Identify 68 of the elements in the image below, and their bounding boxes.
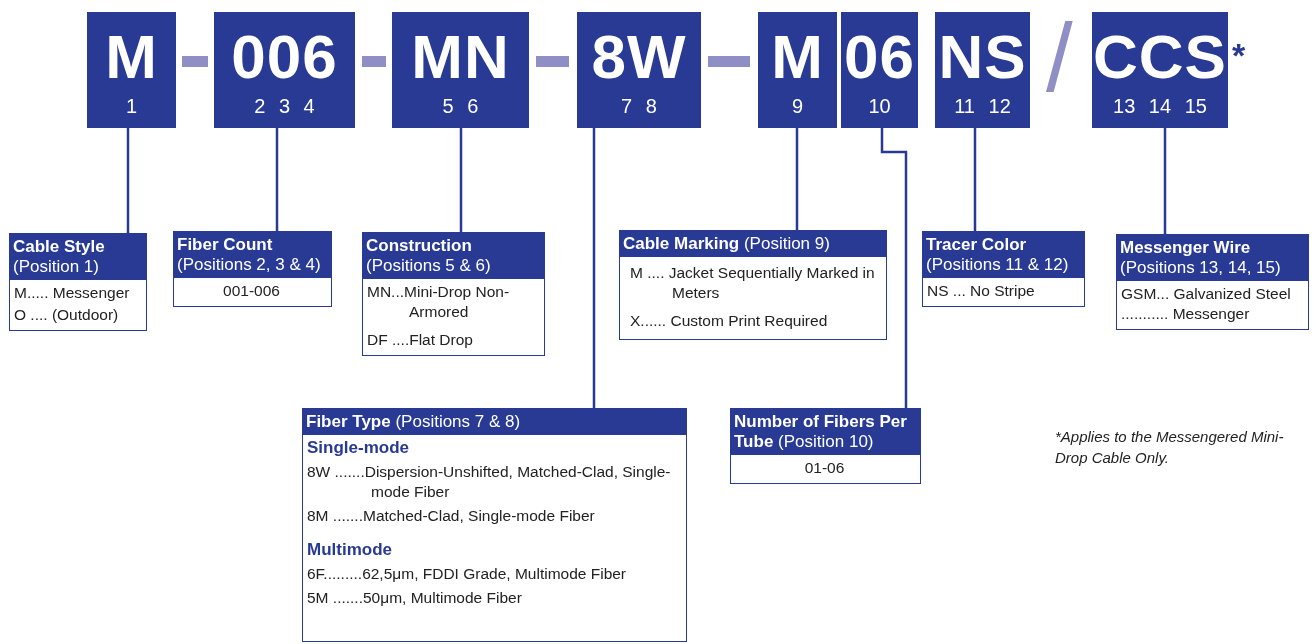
code-letters: 8W	[591, 26, 687, 88]
code-letters: 006	[231, 26, 338, 88]
option-text: 8M .......Matched-Clad, Single-mode Fiber	[307, 506, 596, 526]
spec-box	[1116, 234, 1309, 330]
option-text: MN...Mini-Drop Non-Armored	[367, 282, 511, 322]
fiber-category: Single-mode	[307, 438, 410, 458]
box-header: Cable Style (Position 1)	[10, 234, 146, 280]
spec-box	[9, 233, 147, 331]
box-header: Tracer Color (Positions 11 & 12)	[923, 232, 1084, 278]
position-numbers: 7 8	[621, 94, 657, 118]
position-numbers: 11 12	[954, 94, 1011, 118]
option-text: M .... Jacket Sequentially Marked in Meters	[630, 263, 876, 303]
position-numbers: 5 6	[442, 94, 479, 118]
code-box	[841, 12, 918, 128]
box-header: Cable Marking (Position 9)	[620, 231, 886, 257]
code-letters: MN	[411, 26, 510, 88]
option-text: 5M .......50μm, Multimode Fiber	[307, 588, 523, 608]
connector-line	[459, 128, 463, 232]
code-box	[935, 12, 1030, 128]
fiber-category: Multimode	[307, 540, 393, 560]
box-header: Number of Fibers Per Tube (Position 10)	[731, 409, 920, 455]
box-header: Fiber Type (Positions 7 & 8)	[303, 409, 686, 435]
code-box	[87, 12, 176, 128]
code-letters: M	[771, 26, 824, 88]
option-text: DF ....Flat Drop	[367, 330, 474, 350]
code-letters: 06	[844, 26, 915, 88]
position-numbers: 10	[868, 94, 891, 118]
option-text: O .... (Outdoor)	[14, 305, 120, 325]
connector-line	[880, 128, 908, 408]
position-numbers: 1	[125, 94, 138, 118]
option-text: GSM... Galvanized Steel	[1121, 284, 1292, 304]
code-box	[392, 12, 529, 128]
connector-line	[126, 128, 130, 233]
code-letters: M	[105, 26, 158, 88]
code-box	[1092, 12, 1228, 128]
spec-box	[730, 408, 921, 484]
spec-box	[302, 408, 687, 642]
spec-box	[362, 232, 545, 356]
connector-line	[275, 128, 279, 231]
option-text: NS ... No Stripe	[927, 281, 1036, 301]
position-numbers: 2 3 4	[254, 94, 315, 118]
option-text: 001-006	[223, 281, 280, 301]
position-numbers: 9	[791, 94, 804, 118]
footnote-text: *Applies to the Messengered Mini-Drop Cable Only.	[1055, 427, 1285, 468]
code-box	[214, 12, 355, 128]
connector-line	[795, 128, 799, 230]
connector-line	[973, 128, 977, 231]
box-header: Messenger Wire (Positions 13, 14, 15)	[1117, 235, 1308, 281]
code-letters: CCS	[1093, 26, 1227, 88]
option-text: 6F.........62,5μm, FDDI Grade, Multimode Fiber	[307, 564, 628, 584]
spec-box	[619, 230, 887, 340]
code-box	[758, 12, 837, 128]
connector-line	[592, 128, 596, 408]
option-text: 8W .......Dispersion-Unshifted, Matched-Clad, Single-mode Fiber	[307, 462, 672, 502]
code-letters: NS	[938, 26, 1027, 88]
option-text: M..... Messenger	[14, 283, 131, 303]
position-numbers: 13 14 15	[1113, 94, 1207, 118]
spec-box	[173, 231, 332, 307]
option-text: X...... Custom Print Required	[630, 311, 829, 331]
code-box	[577, 12, 701, 128]
footnote-mark: *	[1232, 38, 1246, 72]
connector-line	[1163, 128, 1167, 234]
option-text: ........... Messenger	[1121, 304, 1251, 324]
separator-slash: /	[1046, 10, 1073, 106]
box-header: Fiber Count (Positions 2, 3 & 4)	[174, 232, 331, 278]
spec-box	[922, 231, 1085, 307]
option-text: 01-06	[804, 458, 845, 478]
box-header: Construction (Positions 5 & 6)	[363, 233, 544, 279]
